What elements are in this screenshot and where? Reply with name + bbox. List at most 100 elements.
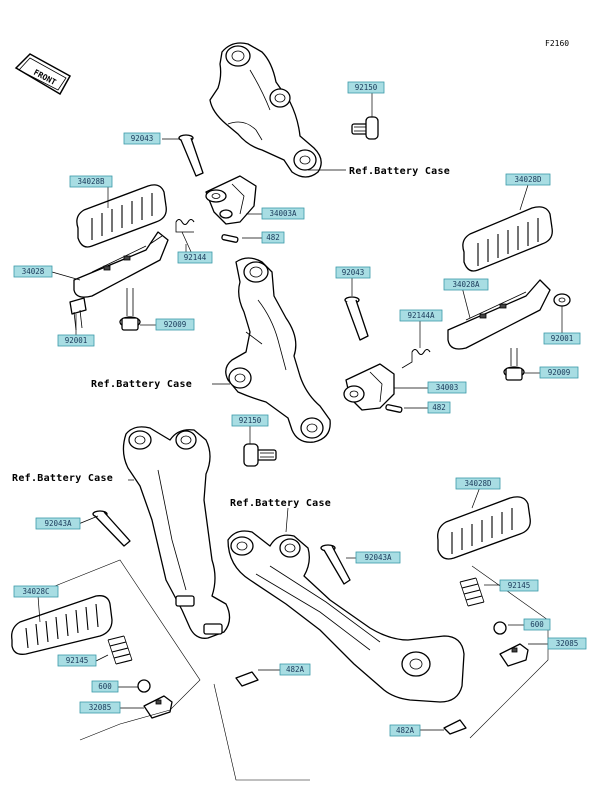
lower-left-bracket [122, 426, 231, 639]
svg-text:34028C: 34028C [22, 587, 49, 596]
ball-600-right [493, 621, 507, 635]
label-92043[interactable]: 92043 [123, 132, 161, 145]
label-92145-left[interactable]: 92145 [57, 654, 97, 667]
bolt-92150-top [351, 116, 379, 140]
svg-text:34028D: 34028D [514, 175, 542, 184]
svg-text:92043: 92043 [131, 134, 154, 143]
pin-92043 [178, 134, 204, 177]
svg-text:92150: 92150 [355, 83, 378, 92]
svg-text:34028: 34028 [22, 267, 45, 276]
svg-text:34003: 34003 [436, 383, 459, 392]
diagram-code: F2160 [545, 39, 569, 48]
label-32085-left[interactable]: 32085 [79, 701, 121, 714]
label-92001-right[interactable]: 92001 [543, 332, 581, 345]
ball-600-left [137, 679, 151, 693]
footpeg-34028 [73, 231, 169, 298]
label-600-left[interactable]: 600 [91, 680, 119, 693]
label-92043A-left[interactable]: 92043A [35, 517, 81, 530]
label-34028C[interactable]: 34028C [13, 585, 59, 598]
svg-text:600: 600 [98, 682, 112, 691]
footpeg-34028A [447, 279, 551, 350]
label-92009-left[interactable]: 92009 [155, 318, 195, 331]
detent-32085-left [143, 695, 173, 719]
label-92144A[interactable]: 92144A [399, 309, 443, 322]
svg-text:482: 482 [266, 233, 280, 242]
label-92145-right[interactable]: 92145 [499, 579, 539, 592]
label-482A-low[interactable]: 482A [389, 724, 421, 737]
washer-482A-low [443, 719, 467, 735]
svg-text:34003A: 34003A [269, 209, 297, 218]
pin-92043-mid [344, 296, 369, 341]
spring-92145-right [459, 577, 485, 607]
upper-rear-bracket [209, 42, 322, 178]
pin-92043A-left [92, 510, 131, 547]
svg-text:92043: 92043 [342, 268, 365, 277]
leader-lines [37, 89, 563, 731]
lower-right-bracket [227, 530, 465, 703]
label-34028D-low[interactable]: 34028D [455, 477, 501, 490]
label-482-mid[interactable]: 482 [427, 401, 451, 414]
spring-92144A [401, 348, 431, 369]
label-34028[interactable]: 34028 [13, 265, 53, 278]
svg-text:92043A: 92043A [364, 553, 392, 562]
detent-32085-right [499, 643, 529, 667]
svg-text:92145: 92145 [508, 581, 531, 590]
ref-battery-case-3: Ref.Battery Case [12, 473, 113, 484]
bolt-92150-mid [243, 443, 277, 467]
svg-text:482: 482 [432, 403, 446, 412]
bolt-92001-right [553, 293, 571, 307]
ref-battery-case-2: Ref.Battery Case [91, 379, 192, 390]
footpeg-34028C [11, 595, 113, 655]
svg-text:92009: 92009 [548, 368, 571, 377]
spring-92145-left [107, 635, 133, 665]
svg-text:482A: 482A [286, 665, 305, 674]
svg-text:92001: 92001 [551, 334, 574, 343]
middle-bracket [225, 257, 331, 443]
holder-34003 [343, 363, 395, 411]
svg-text:92145: 92145 [66, 656, 89, 665]
label-482A-mid[interactable]: 482A [279, 663, 311, 676]
label-92009-right[interactable]: 92009 [539, 366, 579, 379]
label-92150-mid[interactable]: 92150 [231, 414, 269, 427]
washer-482A-mid [235, 671, 259, 687]
washer-482-top [221, 234, 239, 243]
svg-text:92001: 92001 [65, 336, 88, 345]
footpeg-rubber-34028D-low [437, 496, 531, 560]
svg-text:600: 600 [530, 620, 544, 629]
label-92144[interactable]: 92144 [177, 251, 213, 264]
svg-text:92144: 92144 [184, 253, 207, 262]
label-92043-mid[interactable]: 92043 [335, 266, 371, 279]
svg-text:92009: 92009 [164, 320, 187, 329]
svg-text:92144A: 92144A [407, 311, 435, 320]
svg-text:34028D: 34028D [464, 479, 492, 488]
holder-34003A [205, 175, 257, 225]
label-92043A-right[interactable]: 92043A [355, 551, 401, 564]
svg-text:32085: 32085 [556, 639, 579, 648]
label-34003[interactable]: 34003 [427, 381, 467, 394]
label-92150-top[interactable]: 92150 [347, 81, 385, 94]
svg-text:92043A: 92043A [44, 519, 72, 528]
label-34028D-top[interactable]: 34028D [505, 173, 551, 186]
ref-battery-case-4: Ref.Battery Case [230, 498, 331, 509]
label-600-right[interactable]: 600 [523, 618, 551, 631]
svg-text:34028A: 34028A [452, 280, 480, 289]
footpeg-rubber-34028B [76, 184, 167, 248]
ref-battery-case-1: Ref.Battery Case [349, 166, 450, 177]
svg-text:32085: 32085 [89, 703, 112, 712]
label-34028B[interactable]: 34028B [69, 175, 113, 188]
bolt-92009-left [119, 288, 141, 331]
pin-92043A-right [320, 544, 351, 585]
front-arrow-icon: FRONT [14, 53, 72, 96]
label-34003A[interactable]: 34003A [261, 207, 305, 220]
bolt-92009-right [503, 348, 525, 381]
label-34028A[interactable]: 34028A [443, 278, 489, 291]
label-482-top[interactable]: 482 [261, 231, 285, 244]
label-92001-left[interactable]: 92001 [57, 334, 95, 347]
svg-text:482A: 482A [396, 726, 415, 735]
washer-482-mid [385, 404, 403, 413]
label-32085-right[interactable]: 32085 [547, 637, 587, 650]
svg-text:92150: 92150 [239, 416, 262, 425]
spring-92144 [175, 218, 195, 233]
